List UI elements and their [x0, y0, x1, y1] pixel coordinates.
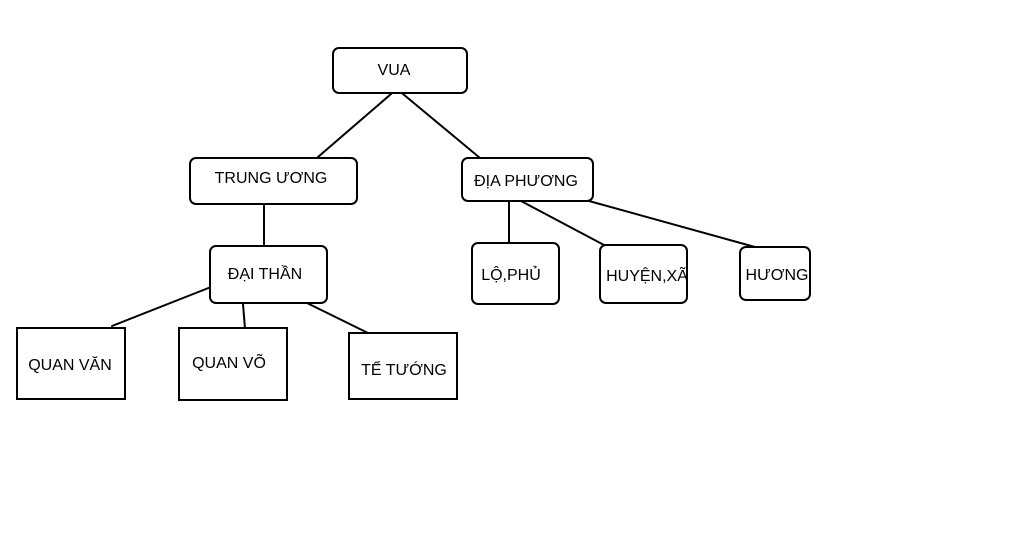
node-lo-phu-label: LỘ,PHỦ	[481, 265, 541, 284]
node-quan-van: QUAN VĂN	[16, 327, 126, 400]
node-dai-than-box	[209, 245, 328, 304]
node-trung-uong: TRUNG ƯƠNG	[189, 157, 358, 205]
node-huyen-xa: HUYỆN,XÃ	[599, 244, 688, 304]
node-huong-box	[739, 246, 811, 301]
node-vua-box	[332, 47, 468, 94]
node-lo-phu-box	[471, 242, 560, 305]
node-quan-van-label: QUAN VĂN	[28, 355, 112, 374]
node-huyen-xa-box	[599, 244, 688, 304]
node-trung-uong-box	[189, 157, 358, 205]
node-dai-than: ĐẠI THẦN	[209, 245, 328, 304]
edge-dai-than-quan-vo	[242, 303, 246, 330]
edge-dia-phuong-huong	[588, 200, 756, 248]
node-dai-than-label: ĐẠI THẦN	[228, 264, 302, 283]
node-te-tuong-label: TỂ TƯỚNG	[361, 360, 447, 379]
node-dia-phuong-label: ĐỊA PHƯƠNG	[474, 173, 578, 190]
node-vua: VUA	[332, 47, 468, 94]
node-lo-phu: LỘ,PHỦ	[471, 242, 560, 305]
node-quan-vo-label: QUAN VÕ	[192, 352, 266, 372]
node-huong-label: HƯƠNG	[746, 267, 809, 284]
node-huong: HƯƠNG	[739, 246, 811, 301]
node-te-tuong-box	[348, 332, 458, 400]
edge-vua-dia-phuong	[402, 93, 481, 159]
node-quan-van-box	[16, 327, 126, 400]
node-quan-vo-box	[178, 327, 288, 401]
node-dia-phuong: ĐỊA PHƯƠNG	[461, 157, 594, 202]
edge-dai-than-quan-van	[111, 286, 212, 327]
connectors	[111, 93, 756, 334]
node-quan-vo: QUAN VÕ	[178, 327, 288, 401]
node-te-tuong: TỂ TƯỚNG	[348, 332, 458, 400]
node-huyen-xa-label: HUYỆN,XÃ	[606, 265, 688, 285]
edge-vua-trung-uong	[317, 93, 392, 158]
edge-dia-phuong-huyen-xa	[520, 200, 605, 246]
node-trung-uong-label: TRUNG ƯƠNG	[215, 170, 328, 187]
node-dia-phuong-box	[461, 157, 594, 202]
node-vua-label: VUA	[378, 62, 411, 79]
edge-dai-than-te-tuong	[306, 302, 369, 334]
